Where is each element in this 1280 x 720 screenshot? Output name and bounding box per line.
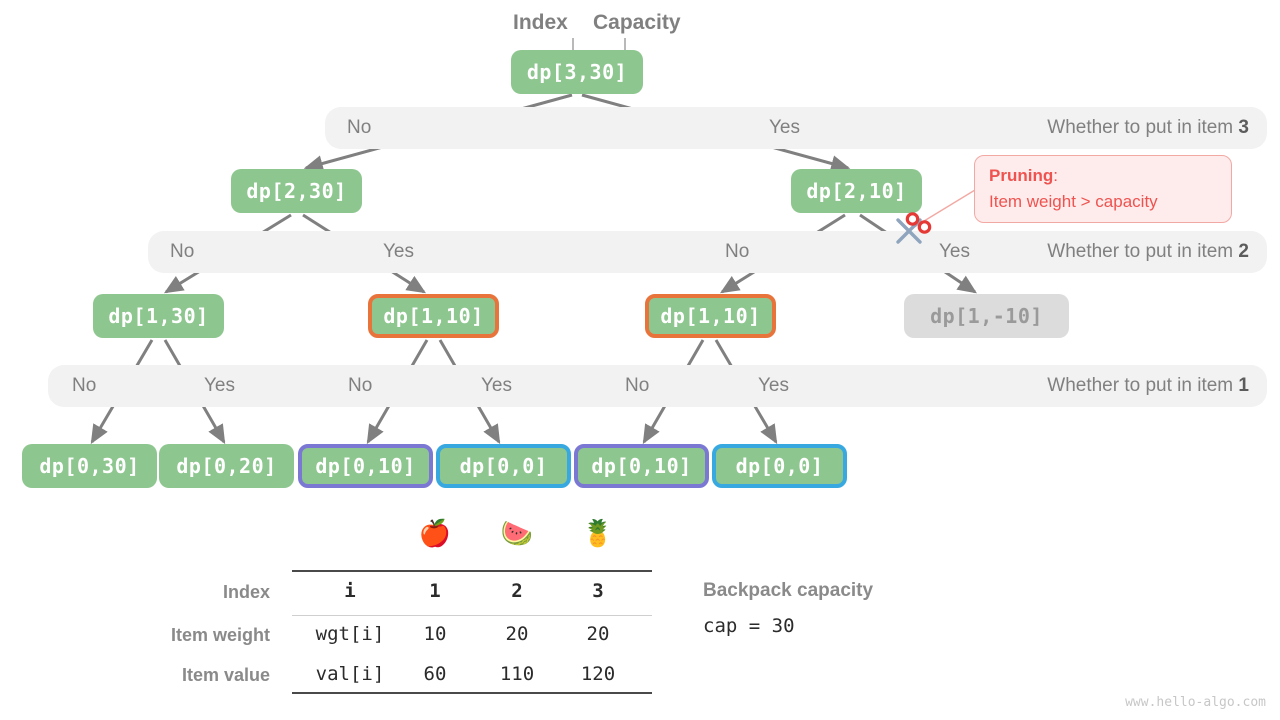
cell-weight-1: 10 xyxy=(423,623,447,645)
band1-right-text: Whether to put in item xyxy=(1047,375,1239,396)
fruit-apple-icon: 🍎 xyxy=(418,518,452,548)
cell-key-val: val[i] xyxy=(315,663,385,685)
decision-band-item-3: No Yes Whether to put in item 3 xyxy=(325,107,1267,149)
row-label-index: Index xyxy=(222,582,270,602)
index-header-label: Index xyxy=(513,11,568,34)
cell-weight-2: 20 xyxy=(505,623,529,645)
band2-right-text: Whether to put in item xyxy=(1047,241,1239,262)
band2-yes-label: Yes xyxy=(383,241,414,262)
node-dp-0-0-a[interactable]: dp[0,0] xyxy=(436,444,571,488)
cell-index-2: 2 xyxy=(511,580,523,602)
cell-weight-3: 20 xyxy=(586,623,610,645)
pruning-colon: : xyxy=(1053,166,1058,185)
cell-value-1: 60 xyxy=(423,663,447,685)
cell-key-wgt: wgt[i] xyxy=(315,623,385,645)
band2-right-label: Whether to put in item 2 xyxy=(1047,241,1249,263)
node-dp-0-0-b[interactable]: dp[0,0] xyxy=(712,444,847,488)
node-dp-0-10-b[interactable]: dp[0,10] xyxy=(574,444,709,488)
node-dp-2-10[interactable]: dp[2,10] xyxy=(791,169,922,213)
capacity-tick xyxy=(624,38,626,56)
cell-index-3: 3 xyxy=(592,580,604,602)
node-dp-1-10-left[interactable]: dp[1,10] xyxy=(368,294,499,338)
decision-band-item-1: No Yes No Yes No Yes Whether to put in i… xyxy=(48,365,1267,407)
band3-right-label: Whether to put in item 3 xyxy=(1047,117,1249,139)
pruning-title-line: Pruning: xyxy=(989,166,1217,186)
band1-right-label: Whether to put in item 1 xyxy=(1047,375,1249,397)
fruit-watermelon-icon: 🍉 xyxy=(500,518,534,548)
band1-yes2-label: Yes xyxy=(481,375,512,396)
table-top-rule xyxy=(292,570,652,572)
pruning-title: Pruning xyxy=(989,166,1054,185)
watermark: www.hello-algo.com xyxy=(1125,695,1266,710)
band1-no3-label: No xyxy=(625,375,650,396)
row-label-item-value: Item value xyxy=(181,665,270,685)
node-dp-1-30[interactable]: dp[1,30] xyxy=(93,294,224,338)
band3-yes-label: Yes xyxy=(769,117,800,138)
band1-right-item: 1 xyxy=(1238,375,1249,396)
node-dp-2-30[interactable]: dp[2,30] xyxy=(231,169,362,213)
node-dp-1-10-right[interactable]: dp[1,10] xyxy=(645,294,776,338)
items-table: 🍎 🍉 🍍 Index Item weight Item value i wgt… xyxy=(140,520,700,695)
node-dp-0-20[interactable]: dp[0,20] xyxy=(159,444,294,488)
band2-no-label: No xyxy=(170,241,195,262)
band2-no2-label: No xyxy=(725,241,750,262)
pruning-callout: Pruning: Item weight > capacity xyxy=(974,155,1232,223)
row-label-item-weight: Item weight xyxy=(170,625,270,645)
cell-key-i: i xyxy=(344,580,356,602)
node-dp-3-30[interactable]: dp[3,30] xyxy=(511,50,643,94)
band1-yes-label: Yes xyxy=(204,375,235,396)
band2-right-item: 2 xyxy=(1238,241,1249,262)
node-dp-1-neg10-pruned[interactable]: dp[1,-10] xyxy=(904,294,1069,338)
decision-band-item-2: No Yes No Yes Whether to put in item 2 xyxy=(148,231,1267,273)
cell-index-1: 1 xyxy=(429,580,441,602)
table-mid-rule xyxy=(292,615,652,616)
backpack-capacity-title: Backpack capacity xyxy=(703,580,874,601)
band3-right-text: Whether to put in item xyxy=(1047,117,1239,138)
node-dp-0-30[interactable]: dp[0,30] xyxy=(22,444,157,488)
band2-yes2-label: Yes xyxy=(939,241,970,262)
band1-yes3-label: Yes xyxy=(758,375,789,396)
capacity-header-label: Capacity xyxy=(593,11,681,34)
backpack-capacity-value: cap = 30 xyxy=(703,615,795,637)
cell-value-2: 110 xyxy=(499,663,535,685)
band3-right-item: 3 xyxy=(1238,117,1249,138)
pruning-detail: Item weight > capacity xyxy=(989,192,1158,211)
band1-no-label: No xyxy=(72,375,97,396)
band1-no2-label: No xyxy=(348,375,373,396)
scissors-icon xyxy=(896,212,932,244)
table-bottom-rule xyxy=(292,692,652,694)
fruit-pineapple-icon: 🍍 xyxy=(581,518,615,548)
index-tick xyxy=(572,38,574,56)
node-dp-0-10-a[interactable]: dp[0,10] xyxy=(298,444,433,488)
band3-no-label: No xyxy=(347,117,372,138)
cell-value-3: 120 xyxy=(580,663,616,685)
